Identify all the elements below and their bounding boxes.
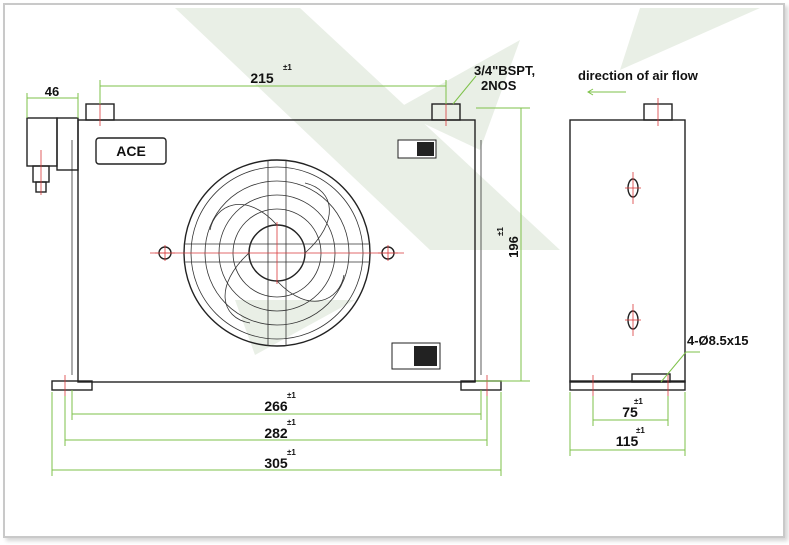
cooler-body-front bbox=[77, 119, 476, 383]
watermark-logo bbox=[175, 8, 760, 355]
dim-mount-outer: 282 bbox=[264, 425, 288, 441]
dim-mount-inner: 266 bbox=[264, 398, 288, 414]
dim-side-hole-spacing: 75 bbox=[622, 404, 638, 420]
hole-spec: 4-Ø8.5x15 bbox=[687, 333, 748, 348]
drawing-frame bbox=[3, 3, 785, 538]
electrical-connector bbox=[26, 117, 79, 195]
side-view bbox=[569, 98, 686, 396]
port-spec-line2: 2NOS bbox=[481, 78, 517, 93]
dim-port-spacing-tol: ±1 bbox=[283, 63, 292, 72]
dim-height-tol: ±1 bbox=[496, 227, 505, 236]
air-flow-label: direction of air flow bbox=[578, 68, 699, 83]
brand-label: ACE bbox=[116, 143, 146, 159]
dim-side-depth: 115 bbox=[616, 433, 639, 449]
cooler-body-side bbox=[569, 119, 686, 383]
dim-conduit-width: 46 bbox=[45, 84, 59, 99]
port-spec-line1: 3/4"BSPT, bbox=[474, 63, 535, 78]
front-view: ACE bbox=[26, 98, 502, 396]
dim-side-hole-spacing-tol: ±1 bbox=[634, 397, 643, 406]
dim-mount-outer-tol: ±1 bbox=[287, 418, 296, 427]
dimension-lines bbox=[26, 75, 700, 476]
dim-overall-width-tol: ±1 bbox=[287, 448, 296, 457]
dim-height: 196 bbox=[506, 236, 521, 258]
dim-side-depth-tol: ±1 bbox=[636, 426, 645, 435]
dim-port-spacing: 215 bbox=[250, 70, 274, 86]
dim-mount-inner-tol: ±1 bbox=[287, 391, 296, 400]
brand-label-box bbox=[95, 137, 167, 165]
fan-guard bbox=[150, 159, 404, 347]
dim-overall-width: 305 bbox=[264, 455, 288, 471]
